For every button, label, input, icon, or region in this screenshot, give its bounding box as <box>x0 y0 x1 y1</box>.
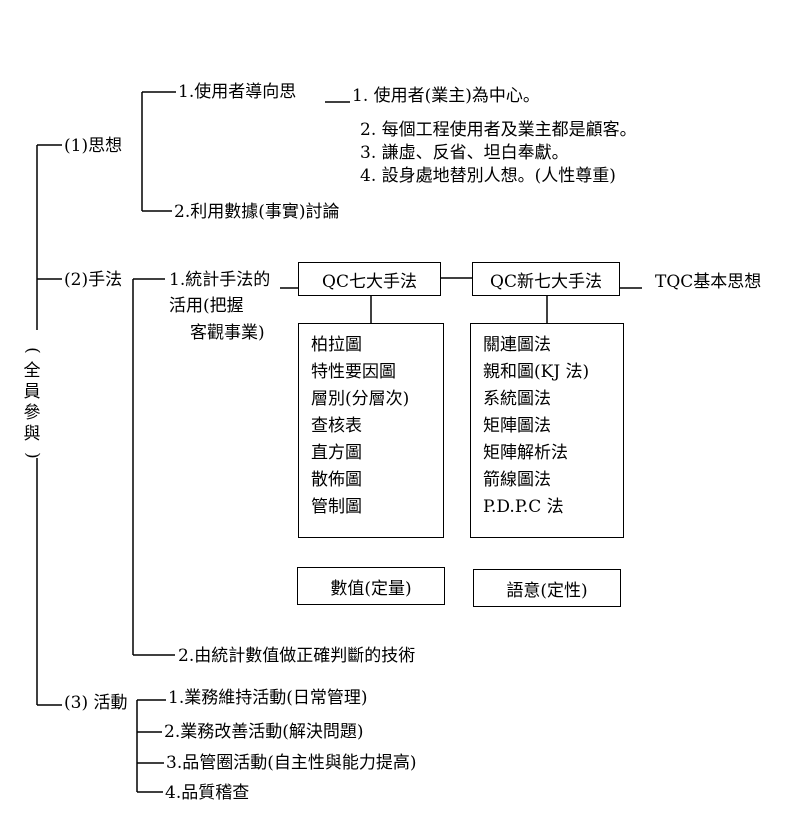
newqc7-method-list: 關連圖法 親和圖(KJ 法) 系統圖法 矩陣圖法 矩陣解析法 箭線圖法 P.D.… <box>470 323 624 538</box>
newqc7-method-item: P.D.P.C 法 <box>483 497 564 517</box>
b2-child1-line-1: 1.統計手法的 <box>169 270 271 290</box>
newqc7-method-item: 系統圖法 <box>483 389 551 409</box>
qc7-method-item: 散佈圖 <box>311 470 362 490</box>
newqc7-method-item: 箭線圖法 <box>483 470 551 490</box>
b1-child2-label: 2.利用數據(事實)討論 <box>174 202 340 222</box>
qc7-title-box: QC七大手法 <box>298 262 441 296</box>
qc7-method-item: 查核表 <box>311 416 362 436</box>
newqc7-footer-box: 語意(定性) <box>473 569 621 607</box>
b1-item-2: 2. 每個工程使用者及業主都是顧客。 <box>360 120 637 140</box>
root-label-all-participation: ( 全 員 參 與 ) <box>22 340 43 466</box>
b3-item-4: 4.品質稽查 <box>165 783 250 803</box>
newqc7-footer: 語意(定性) <box>506 580 588 601</box>
newqc7-method-item: 親和圖(KJ 法) <box>483 362 590 382</box>
b3-item-3: 3.品管圈活動(自主性與能力提高) <box>166 753 417 773</box>
newqc7-title: QC新七大手法 <box>490 271 602 292</box>
root-label-char: 員 <box>23 382 41 402</box>
qc7-method-item: 層別(分層次) <box>311 389 410 409</box>
root-label-char: ) <box>22 452 43 459</box>
root-label-char: 與 <box>23 424 41 444</box>
newqc7-method-item: 矩陣圖法 <box>483 416 551 436</box>
b3-item-1: 1.業務維持活動(日常管理) <box>168 688 368 708</box>
qc7-method-item: 柏拉圖 <box>311 335 362 355</box>
branch1-label: (1)思想 <box>64 136 123 156</box>
qc7-method-item: 直方圖 <box>311 443 362 463</box>
qc7-footer: 數值(定量) <box>330 578 412 599</box>
qc7-method-item: 管制圖 <box>311 497 362 517</box>
root-label-char: 參 <box>23 403 41 423</box>
branch2-label: (2)手法 <box>64 270 123 290</box>
qc7-title: QC七大手法 <box>322 271 417 292</box>
newqc7-title-box: QC新七大手法 <box>472 262 620 296</box>
b1-item-3: 3. 謙虛、反省、坦白奉獻。 <box>360 143 569 163</box>
b1-child1-label: 1.使用者導向思 <box>178 82 297 102</box>
b2-child1-line-2: 活用(把握 <box>169 296 244 316</box>
b3-item-2: 2.業務改善活動(解決問題) <box>164 722 364 742</box>
qc7-method-item: 特性要因圖 <box>311 362 396 382</box>
branch3-label: (3) 活動 <box>64 693 128 713</box>
qc7-method-list: 柏拉圖 特性要因圖 層別(分層次) 查核表 直方圖 散佈圖 管制圖 <box>298 323 444 538</box>
root-label-char: ( <box>22 347 43 354</box>
b2-child2-label: 2.由統計數值做正確判斷的技術 <box>178 646 416 666</box>
b1-item-4: 4. 設身處地替別人想。(人性尊重) <box>360 166 616 186</box>
root-label-char: 全 <box>23 361 41 381</box>
b1-item-1: 1. 使用者(業主)為中心。 <box>352 86 540 106</box>
newqc7-method-item: 矩陣解析法 <box>483 443 568 463</box>
tqc-label: TQC基本思想 <box>655 272 762 292</box>
newqc7-method-item: 關連圖法 <box>483 335 551 355</box>
qc7-footer-box: 數值(定量) <box>297 567 445 605</box>
b2-child1-line-3: 客觀事業) <box>190 323 265 343</box>
